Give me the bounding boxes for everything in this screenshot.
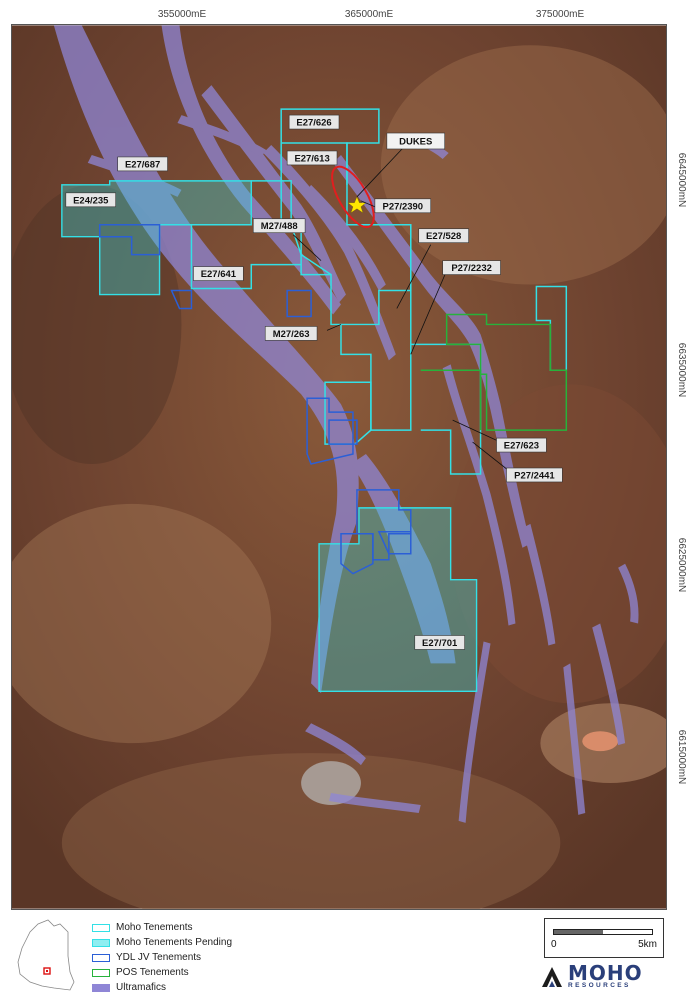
legend-label: Moho Tenements Pending bbox=[116, 937, 233, 948]
svg-text:P27/2390: P27/2390 bbox=[383, 201, 424, 212]
legend-swatch bbox=[92, 938, 110, 947]
easting-label-355000: 355000mE bbox=[157, 9, 207, 20]
easting-label-375000: 375000mE bbox=[535, 9, 585, 20]
label-e27-623[interactable]: E27/623 bbox=[496, 437, 547, 453]
ydl-jv-tenements[interactable] bbox=[98, 223, 412, 575]
map-legend: Moho Tenements Moho Tenements Pending YD… bbox=[92, 920, 232, 995]
label-p27-2390[interactable]: P27/2390 bbox=[374, 198, 432, 214]
terrain-patch bbox=[61, 753, 561, 909]
scale-start-label: 0 bbox=[551, 939, 557, 950]
legend-label: Ultramafics bbox=[116, 982, 167, 993]
location-marker-icon bbox=[43, 967, 51, 975]
label-e24-235[interactable]: E24/235 bbox=[65, 192, 116, 208]
label-p27-2441[interactable]: P27/2441 bbox=[506, 467, 563, 483]
svg-text:E27/623: E27/623 bbox=[504, 441, 539, 452]
svg-text:P27/2232: P27/2232 bbox=[451, 263, 492, 274]
location-inset-map bbox=[17, 919, 75, 991]
moho-resources-logo: MOHO RESOURCES bbox=[540, 958, 670, 994]
terrain-patch bbox=[380, 45, 666, 285]
legend-swatch bbox=[92, 983, 110, 992]
label-e27-641[interactable]: E27/641 bbox=[193, 266, 244, 281]
legend-item-moho-tenements-pending: Moho Tenements Pending bbox=[92, 935, 232, 950]
scale-bar-graphic bbox=[553, 929, 653, 935]
svg-text:E24/235: E24/235 bbox=[73, 195, 108, 206]
label-e27-687[interactable]: E27/687 bbox=[117, 156, 168, 172]
svg-text:DUKES: DUKES bbox=[399, 136, 432, 147]
label-e27-626[interactable]: E27/626 bbox=[288, 114, 340, 130]
northing-label-6635000: 6635000mN bbox=[676, 342, 687, 398]
legend-swatch bbox=[92, 968, 110, 977]
svg-text:E27/687: E27/687 bbox=[125, 159, 160, 170]
label-p27-2232[interactable]: P27/2232 bbox=[442, 260, 501, 275]
northing-label-6645000: 6645000mN bbox=[676, 152, 687, 208]
legend-label: YDL JV Tenements bbox=[116, 952, 202, 963]
label-dukes[interactable]: DUKES bbox=[386, 132, 445, 150]
legend-swatch bbox=[92, 923, 110, 932]
label-m27-263[interactable]: M27/263 bbox=[264, 326, 318, 341]
scale-bar: 0 5km bbox=[544, 918, 664, 958]
logo-main-text: MOHO bbox=[568, 960, 643, 985]
legend-item-ultramafics: Ultramafics bbox=[92, 980, 232, 995]
dukes-star-icon[interactable] bbox=[347, 196, 367, 214]
ultramafics-layer bbox=[53, 25, 639, 823]
legend-swatch bbox=[92, 953, 110, 962]
label-e27-701[interactable]: E27/701 bbox=[414, 635, 465, 650]
logo-sub-text: RESOURCES bbox=[568, 981, 631, 989]
mine-site bbox=[301, 761, 361, 805]
legend-label: POS Tenements bbox=[116, 967, 189, 978]
label-e27-528[interactable]: E27/528 bbox=[418, 228, 469, 243]
dukes-prospect-outline[interactable] bbox=[324, 160, 382, 233]
label-e27-613[interactable]: E27/613 bbox=[286, 150, 338, 166]
svg-text:E27/701: E27/701 bbox=[422, 638, 457, 649]
svg-text:M27/263: M27/263 bbox=[273, 329, 310, 340]
label-m27-488[interactable]: M27/488 bbox=[252, 218, 306, 234]
legend-label: Moho Tenements bbox=[116, 922, 193, 933]
svg-text:E27/528: E27/528 bbox=[426, 231, 461, 242]
terrain-patch bbox=[12, 503, 272, 744]
location-dot bbox=[46, 970, 48, 972]
svg-text:M27/488: M27/488 bbox=[261, 221, 298, 232]
legend-item-pos-tenements: POS Tenements bbox=[92, 965, 232, 980]
svg-text:E27/641: E27/641 bbox=[201, 269, 236, 280]
northing-label-6625000: 6625000mN bbox=[676, 537, 687, 593]
leader-lines bbox=[292, 144, 511, 473]
svg-text:E27/626: E27/626 bbox=[296, 118, 331, 129]
svg-text:E27/613: E27/613 bbox=[294, 153, 329, 164]
legend-item-ydl-jv-tenements: YDL JV Tenements bbox=[92, 950, 232, 965]
mountain-logo-icon bbox=[542, 967, 562, 987]
pos-tenements[interactable] bbox=[420, 313, 568, 431]
tenement-map[interactable]: E27/626 E27/613 DUKES E27/687 E24/235 P2… bbox=[11, 24, 667, 910]
pit-feature bbox=[582, 731, 619, 752]
legend-item-moho-tenements: Moho Tenements bbox=[92, 920, 232, 935]
scale-end-label: 5km bbox=[638, 939, 657, 950]
northing-label-6615000: 6615000mN bbox=[676, 729, 687, 785]
easting-label-365000: 365000mE bbox=[344, 9, 394, 20]
western-australia-outline bbox=[17, 919, 75, 991]
svg-text:P27/2441: P27/2441 bbox=[514, 470, 555, 481]
